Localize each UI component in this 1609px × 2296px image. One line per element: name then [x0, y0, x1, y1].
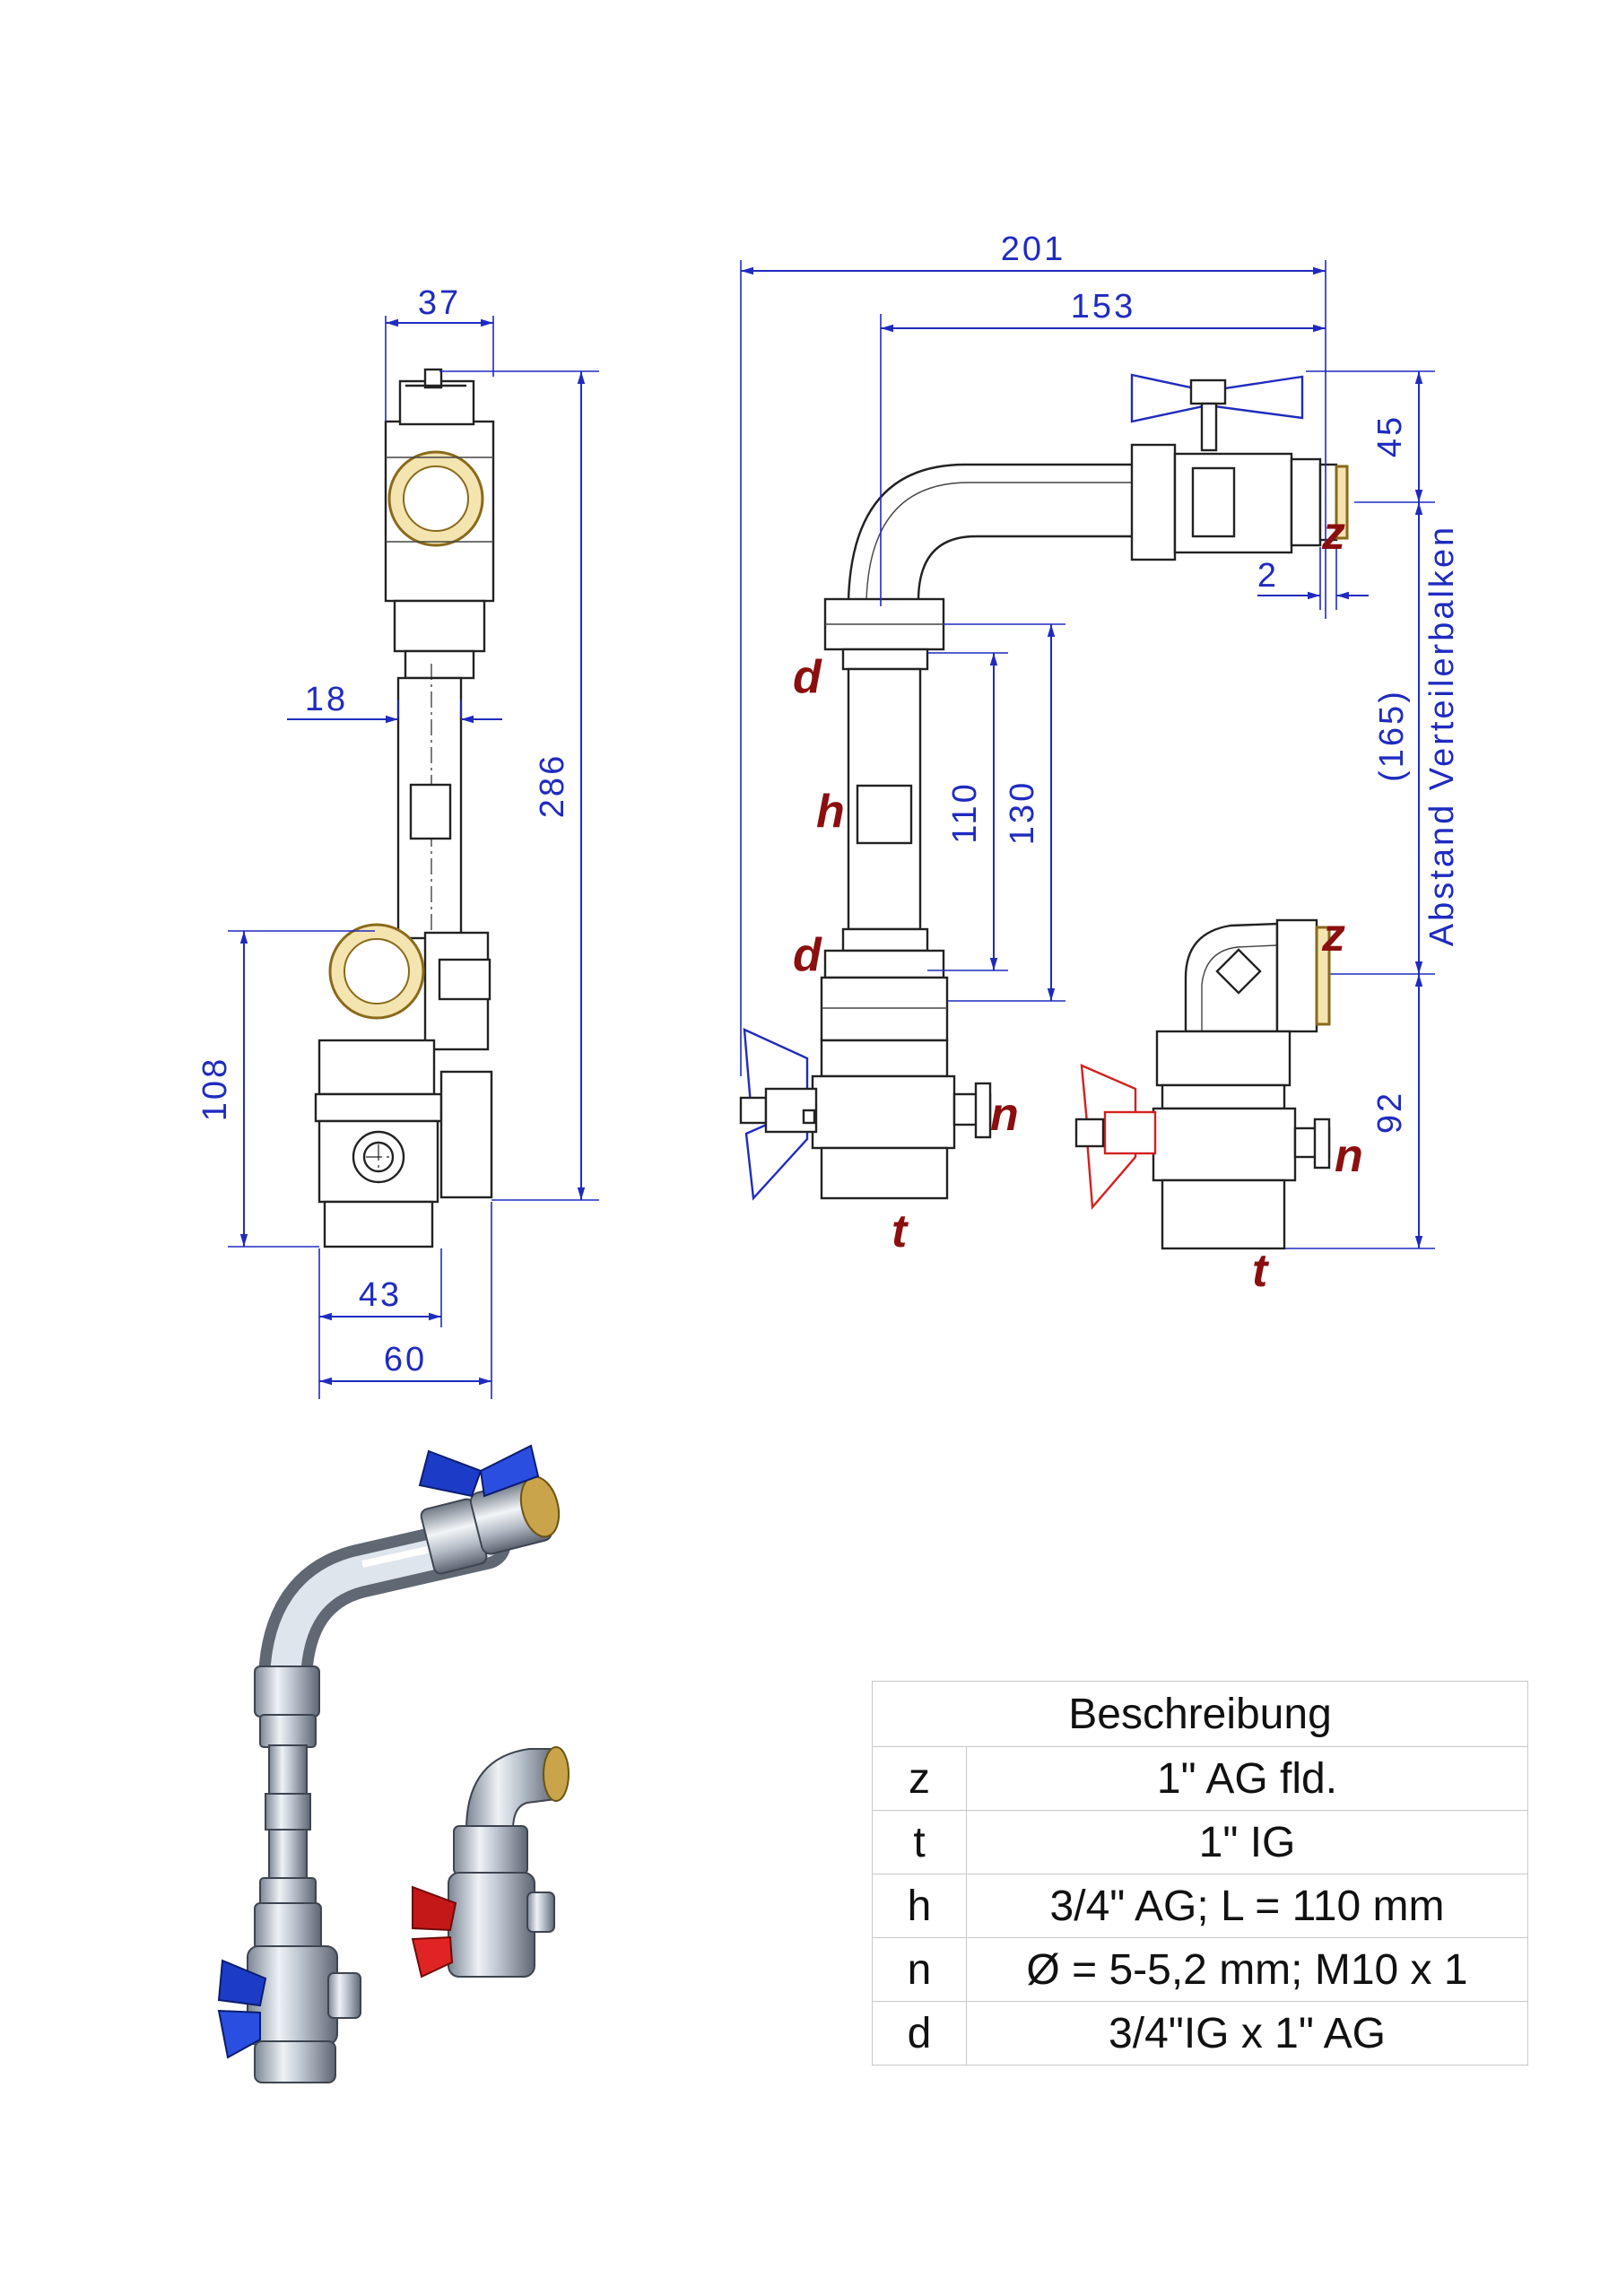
- dim-2: 2: [1257, 557, 1279, 595]
- table-row: z 1" AG fld.: [872, 1746, 1528, 1811]
- front-dimensions: 37 18 286 108 43 60: [196, 284, 599, 1399]
- label-z-top: z: [1321, 508, 1345, 560]
- front-view: [314, 368, 495, 1248]
- table-value: 1" AG fld.: [966, 1746, 1528, 1811]
- dim-153: 153: [1071, 288, 1135, 326]
- table-key: d: [872, 2001, 967, 2066]
- dim-45: 45: [1371, 414, 1409, 457]
- dim-130: 130: [1004, 780, 1041, 845]
- table-row: h 3/4" AG; L = 110 mm: [872, 1874, 1528, 1938]
- table-value: Ø = 5-5,2 mm; M10 x 1: [966, 1937, 1528, 2002]
- description-table: Beschreibung z 1" AG fld. t 1" IG h 3/4"…: [872, 1681, 1528, 2066]
- table-value: 3/4"IG x 1" AG: [966, 2001, 1528, 2066]
- front-top-port: [386, 450, 493, 547]
- table-key: t: [872, 1810, 967, 1874]
- table-row: t 1" IG: [872, 1810, 1528, 1874]
- dim-165: (165): [1373, 689, 1411, 782]
- dim-110: 110: [946, 781, 984, 844]
- dim-60: 60: [384, 1341, 427, 1378]
- label-z-elbow: z: [1321, 909, 1345, 961]
- table-header-row: Beschreibung: [872, 1681, 1528, 1747]
- dim-18: 18: [305, 681, 348, 718]
- table-value: 1" IG: [966, 1810, 1528, 1874]
- table-row: d 3/4"IG x 1" AG: [872, 2001, 1528, 2066]
- dim-286: 286: [534, 753, 571, 818]
- table-key: z: [872, 1746, 967, 1811]
- side-view: [739, 373, 1349, 1201]
- side-dimensions: 201 153 45 2 110 130 (165) Abstand Verte…: [740, 230, 1461, 1249]
- table-key: h: [872, 1874, 967, 1938]
- dim-37: 37: [418, 284, 461, 322]
- table-header: Beschreibung: [872, 1681, 1528, 1747]
- label-d-top: d: [793, 651, 822, 703]
- dim-108: 108: [196, 1057, 234, 1121]
- assembly-render: [217, 1444, 570, 2083]
- dim-92: 92: [1371, 1091, 1409, 1134]
- table-key: n: [872, 1937, 967, 2002]
- label-h: h: [816, 786, 845, 838]
- table-value: 3/4" AG; L = 110 mm: [966, 1874, 1528, 1938]
- label-t-elbow: t: [1252, 1245, 1270, 1297]
- table-row: n Ø = 5-5,2 mm; M10 x 1: [872, 1937, 1528, 2002]
- label-d-bottom: d: [793, 929, 822, 981]
- elbow-view: [1074, 918, 1331, 1250]
- label-n-elbow: n: [1335, 1130, 1363, 1182]
- label-t-side: t: [891, 1205, 909, 1257]
- dim-201: 201: [1001, 230, 1065, 268]
- dim-43: 43: [359, 1276, 402, 1314]
- label-n-side: n: [990, 1089, 1019, 1141]
- item-labels: z z d h d n n t t: [793, 508, 1363, 1297]
- spacing-label: Abstand Verteilerbalken: [1423, 525, 1461, 946]
